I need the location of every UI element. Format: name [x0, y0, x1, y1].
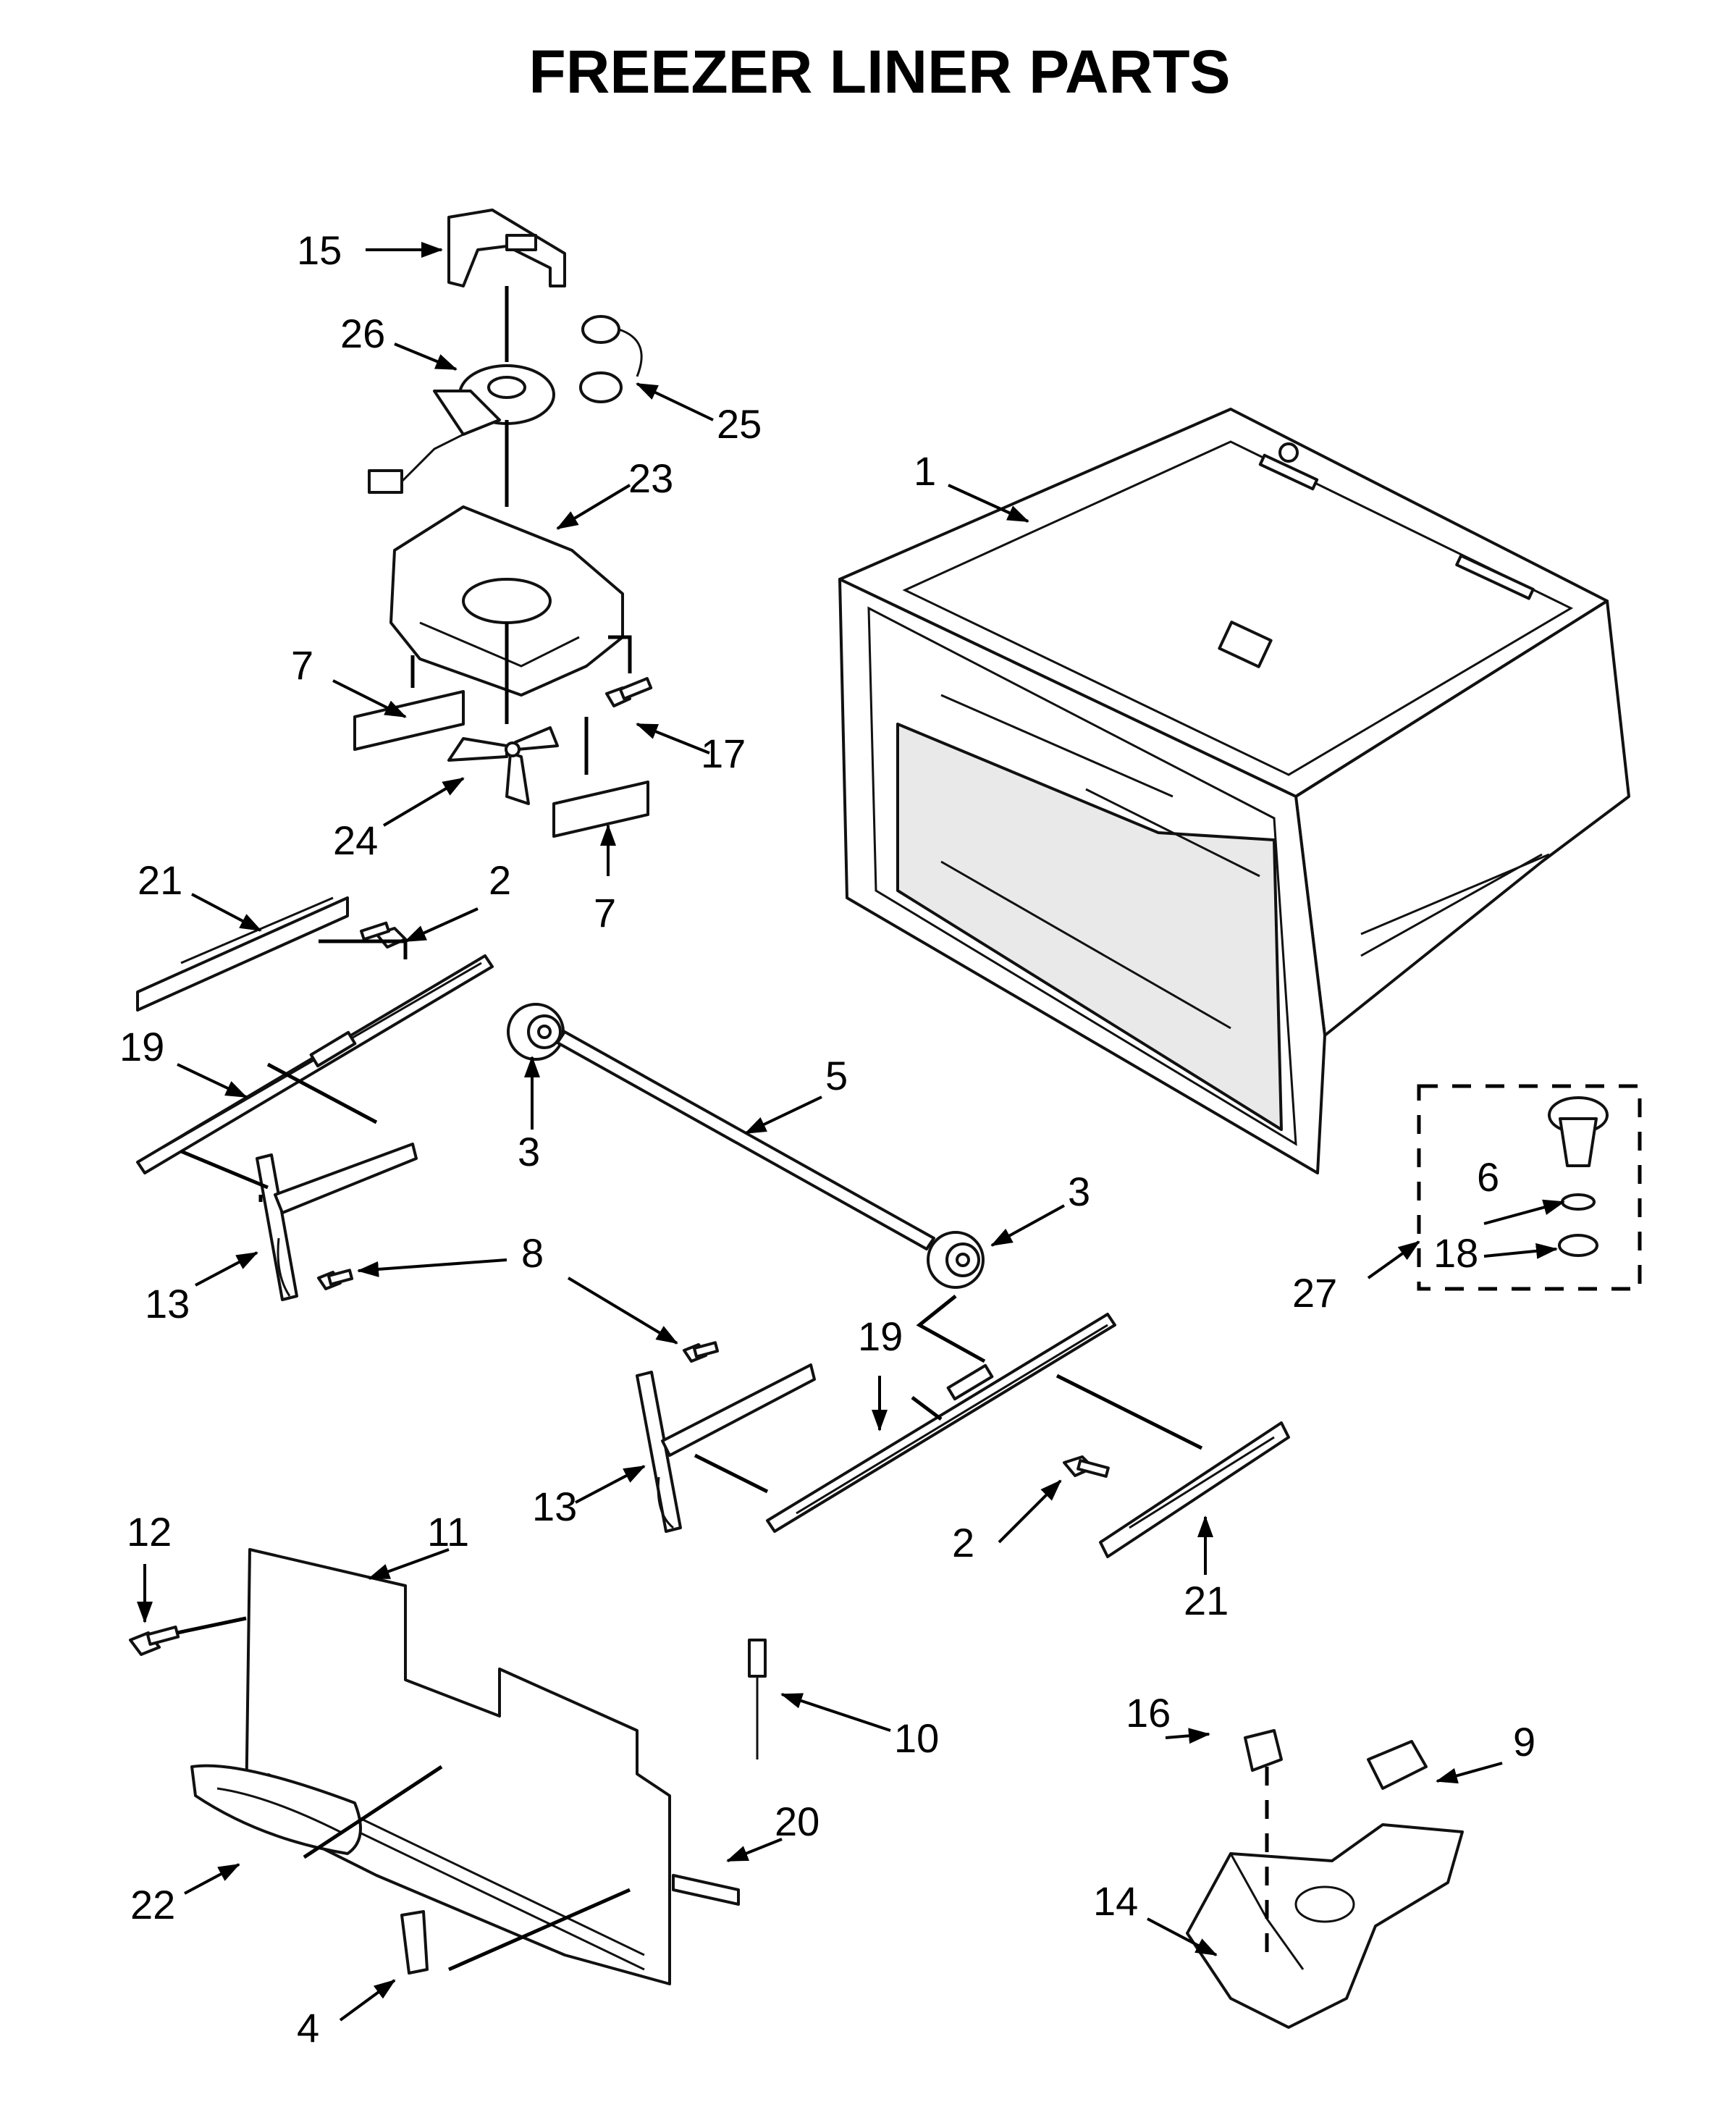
slide-rail-right: [1099, 1421, 1290, 1558]
fan-blade: [447, 726, 559, 805]
callout-12: 12: [127, 1509, 172, 1555]
callout-2b: 2: [952, 1520, 974, 1565]
callout-27: 27: [1292, 1270, 1337, 1316]
foam-tape-lower: [552, 781, 649, 838]
ice-bin: [1186, 1823, 1464, 2029]
evaporator-fan-connector: [579, 315, 643, 403]
slide-left: [136, 954, 494, 1174]
callout-arrows: [137, 242, 1565, 2022]
callout-21b: 21: [1184, 1578, 1229, 1623]
diffuser-clip: [400, 1910, 429, 1975]
fan-motor: [368, 364, 555, 494]
callout-3b: 3: [1068, 1169, 1090, 1214]
callout-3a: 3: [518, 1129, 540, 1174]
diffuser-screw: [129, 1626, 180, 1656]
callout-7b: 7: [594, 890, 616, 935]
callout-18: 18: [1433, 1230, 1478, 1276]
callout-16: 16: [1126, 1690, 1171, 1736]
slide-bracket-right: [636, 1363, 816, 1533]
callout-13b: 13: [532, 1484, 577, 1529]
slide-bracket-left: [256, 1143, 418, 1301]
callout-14: 14: [1093, 1878, 1138, 1924]
fan-bracket: [447, 209, 566, 287]
callout-21a: 21: [138, 857, 182, 903]
callout-23: 23: [628, 455, 673, 501]
callout-17: 17: [701, 731, 746, 776]
callout-19a: 19: [119, 1024, 164, 1069]
freezer-liner: [838, 408, 1630, 1174]
diffuser-grille: [190, 1764, 362, 1855]
gear-left: [507, 1003, 565, 1061]
door-switch: [1367, 1740, 1428, 1790]
ice-kit-group: [1417, 1084, 1642, 1291]
slide-rail-screw-left: [360, 921, 407, 949]
callout-2a: 2: [489, 857, 511, 903]
callout-22: 22: [130, 1882, 175, 1927]
callout-13a: 13: [145, 1281, 190, 1326]
callout-8: 8: [521, 1230, 544, 1276]
callout-10: 10: [894, 1715, 939, 1761]
shroud-screw: [605, 677, 653, 707]
bracket-screw-right: [683, 1341, 720, 1363]
callout-6: 6: [1477, 1154, 1499, 1200]
slide-rail-screw-right: [1063, 1455, 1110, 1478]
damper-shaft: [556, 1030, 935, 1250]
callout-19b: 19: [858, 1313, 903, 1359]
fan-shroud: [389, 505, 624, 697]
gear-right: [927, 1231, 985, 1289]
page-title: FREEZER LINER PARTS: [528, 38, 1230, 106]
foam-tape-upper: [353, 690, 465, 751]
callout-4: 4: [297, 2005, 319, 2051]
callout-20: 20: [775, 1799, 819, 1844]
diffuser-foam-strip: [672, 1874, 740, 1906]
callout-25: 25: [717, 401, 762, 447]
callout-7a: 7: [291, 642, 313, 688]
callout-15: 15: [297, 227, 342, 273]
callout-24: 24: [333, 817, 378, 863]
callout-11: 11: [427, 1509, 469, 1555]
thermistor: [748, 1639, 767, 1759]
slide-right: [766, 1313, 1116, 1533]
switch-actuator: [1244, 1729, 1283, 1772]
callout-5: 5: [825, 1053, 848, 1098]
callout-1: 1: [914, 448, 936, 494]
callout-labels: 15 26 25 23 1 7 17 24 7 21 2 19 3 5 3 6 …: [119, 227, 1535, 2051]
callout-9: 9: [1513, 1719, 1535, 1765]
bracket-screw-left: [317, 1269, 354, 1290]
air-diffuser-panel: [245, 1548, 671, 1985]
slide-rail-left: [136, 896, 349, 1012]
callout-26: 26: [340, 311, 385, 356]
